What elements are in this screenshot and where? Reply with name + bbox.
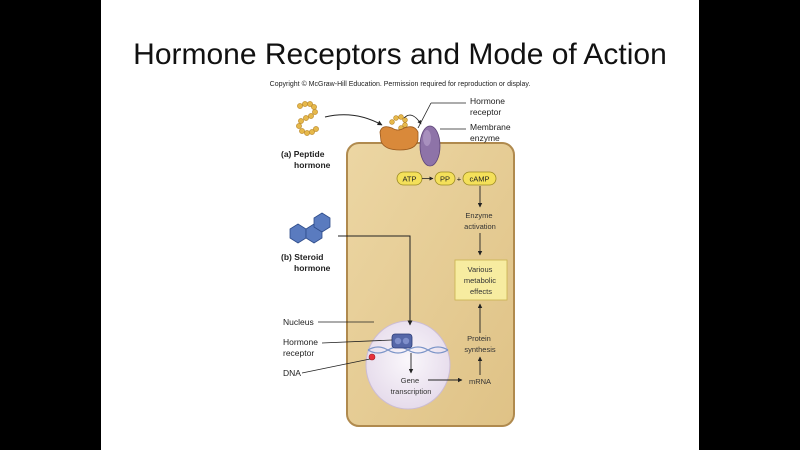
label-hormone-receptor-nucleus: Hormone receptor <box>283 337 320 358</box>
label-dna: DNA <box>283 368 301 378</box>
arrow-receptor-to-enzyme <box>403 114 422 125</box>
arrow-steroid-to-nucleus <box>338 235 413 326</box>
leader-dna <box>301 358 371 374</box>
steroid-hormone-icon <box>289 212 331 244</box>
label-hormone-receptor-top: Hormone receptor <box>470 96 507 117</box>
dna-marker-dot <box>368 353 376 361</box>
enzyme-highlight <box>423 130 431 146</box>
label-gene-transcription: Gene transcription <box>391 376 432 396</box>
svg-text:ATP: ATP <box>402 175 416 184</box>
label-steroid-hormone: (b) Steroid hormone <box>281 252 331 273</box>
atp-pill: ATP <box>396 171 423 186</box>
metabolic-effects-box <box>454 259 508 301</box>
camp-pill: cAMP <box>462 171 497 186</box>
pp-pill: PP <box>434 171 456 186</box>
leader-hormone-receptor-nucleus <box>321 339 393 344</box>
label-peptide-hormone: (a) Peptide hormone <box>281 149 331 170</box>
hormone-receptor-membrane <box>379 126 419 151</box>
label-protein-synthesis: Protein synthesis <box>464 334 496 354</box>
label-mrna: mRNA <box>469 377 491 386</box>
label-metabolic-effects: Various metabolic effects <box>464 265 498 296</box>
bound-peptide-icon <box>389 114 408 131</box>
slide-title: Hormone Receptors and Mode of Action <box>133 38 667 71</box>
svg-text:PP: PP <box>440 175 450 184</box>
membrane-enzyme-icon <box>419 125 441 167</box>
dna-strand <box>367 346 449 354</box>
nuclear-receptor-complex <box>391 333 413 349</box>
arrow-peptide-to-receptor <box>324 114 383 126</box>
label-membrane-enzyme: Membrane enzyme <box>470 122 513 143</box>
leader-hormone-receptor-2 <box>417 102 432 129</box>
svg-text:cAMP: cAMP <box>469 175 489 184</box>
copyright-notice: Copyright © McGraw-Hill Education. Permi… <box>269 81 531 88</box>
plus-sign: + <box>457 175 462 184</box>
label-enzyme-activation: Enzyme activation <box>464 211 496 231</box>
peptide-hormone-icon <box>296 101 319 136</box>
label-nucleus: Nucleus <box>283 317 314 327</box>
